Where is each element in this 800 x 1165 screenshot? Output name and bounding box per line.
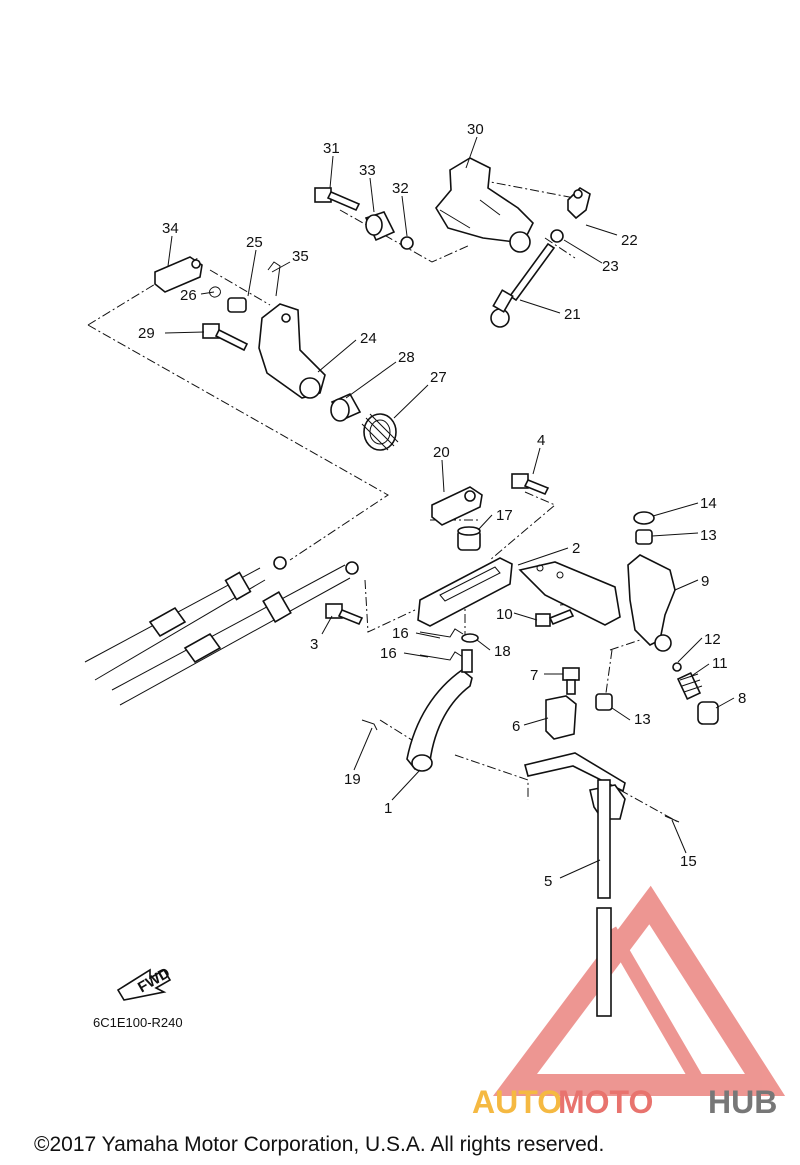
callout-11: 11 xyxy=(712,655,728,672)
part-9-housing xyxy=(627,554,676,652)
callout-21: 21 xyxy=(564,306,581,323)
part-30-bracket xyxy=(435,157,534,253)
part-22-joint xyxy=(567,186,591,220)
callout-labels: 30 31 33 32 34 25 35 26 29 24 28 27 22 2… xyxy=(138,121,746,890)
leader-lines xyxy=(164,136,735,879)
watermark-moto: MOTO xyxy=(558,1084,653,1120)
part-18-washer xyxy=(461,633,479,643)
part-7-bolt xyxy=(562,667,580,695)
part-17-collar xyxy=(457,526,481,551)
part-12-ball xyxy=(672,662,682,672)
callout-33: 33 xyxy=(359,162,376,179)
shift-cables xyxy=(84,556,359,706)
part-25-collar xyxy=(227,297,247,313)
callout-34: 34 xyxy=(162,220,179,237)
callout-5: 5 xyxy=(544,873,552,890)
callout-18: 18 xyxy=(494,643,511,660)
watermark-logo xyxy=(493,885,786,1096)
callout-25: 25 xyxy=(246,234,263,251)
callout-32: 32 xyxy=(392,180,409,197)
callout-30: 30 xyxy=(467,121,484,138)
part-33-collar xyxy=(364,211,396,242)
part-3-bolt xyxy=(325,603,364,626)
callout-13-lower: 13 xyxy=(634,711,651,728)
part-31-bolt xyxy=(314,187,361,212)
callout-23: 23 xyxy=(602,258,619,275)
part-19-pin xyxy=(361,719,378,731)
callout-13-upper: 13 xyxy=(700,527,717,544)
callout-26: 26 xyxy=(180,287,197,304)
callout-31: 31 xyxy=(323,140,340,157)
fwd-arrow-icon: FWD xyxy=(116,964,173,1001)
part-16-clip-upper xyxy=(419,628,464,638)
part-6-stopper xyxy=(545,695,577,740)
watermark-auto: AUTO xyxy=(472,1084,562,1120)
part-23-nut xyxy=(550,229,564,243)
callout-20: 20 xyxy=(433,444,450,461)
callout-15: 15 xyxy=(680,853,697,870)
part-27-spring xyxy=(361,413,399,451)
part-1-shift-arm xyxy=(406,649,473,772)
part-34-joint xyxy=(154,256,203,293)
callout-17: 17 xyxy=(496,507,513,524)
part-2-plate xyxy=(417,557,621,627)
callout-12: 12 xyxy=(704,631,721,648)
callout-27: 27 xyxy=(430,369,447,386)
part-14-washer xyxy=(633,511,655,525)
part-13-nut-lower xyxy=(595,693,613,711)
part-35-pin xyxy=(267,261,281,297)
callout-1: 1 xyxy=(384,800,392,817)
part-29-bolt xyxy=(202,323,249,352)
callout-2: 2 xyxy=(572,540,580,557)
part-16-clip-lower xyxy=(419,651,464,661)
part-4-bolt xyxy=(511,473,550,496)
callout-6: 6 xyxy=(512,718,520,735)
callout-7: 7 xyxy=(530,667,538,684)
part-26-clip xyxy=(209,286,221,298)
part-11-spring xyxy=(676,672,703,700)
watermark-triangle-inner xyxy=(555,926,713,1092)
copyright-notice: ©2017 Yamaha Motor Corporation, U.S.A. A… xyxy=(34,1133,604,1156)
part-28-bushing xyxy=(330,392,362,422)
part-32-clip xyxy=(400,236,414,250)
callout-14: 14 xyxy=(700,495,717,512)
part-20-joint xyxy=(431,486,483,526)
callout-35: 35 xyxy=(292,248,309,265)
part-24-lever xyxy=(258,303,326,399)
callout-29: 29 xyxy=(138,325,155,342)
callout-16-lower: 16 xyxy=(380,645,397,662)
callout-22: 22 xyxy=(621,232,638,249)
part-5-shaft xyxy=(596,779,612,1017)
callout-16-upper: 16 xyxy=(392,625,409,642)
watermark-hub: HUB xyxy=(708,1084,777,1120)
part-10-bolt xyxy=(535,608,575,627)
callout-10: 10 xyxy=(496,606,513,623)
part-13-nut-upper xyxy=(635,529,653,545)
part-8-plug xyxy=(697,701,719,725)
callout-8: 8 xyxy=(738,690,746,707)
part-15-pin xyxy=(664,815,680,823)
callout-19: 19 xyxy=(344,771,361,788)
callout-28: 28 xyxy=(398,349,415,366)
callout-9: 9 xyxy=(701,573,709,590)
callout-3: 3 xyxy=(310,636,318,653)
diagram-code: 6C1E100-R240 xyxy=(93,1015,183,1030)
callout-24: 24 xyxy=(360,330,377,347)
callout-4: 4 xyxy=(537,432,545,449)
part-21-rod xyxy=(490,242,556,328)
watermark-text: AUTO MOTO HUB xyxy=(472,1084,777,1120)
